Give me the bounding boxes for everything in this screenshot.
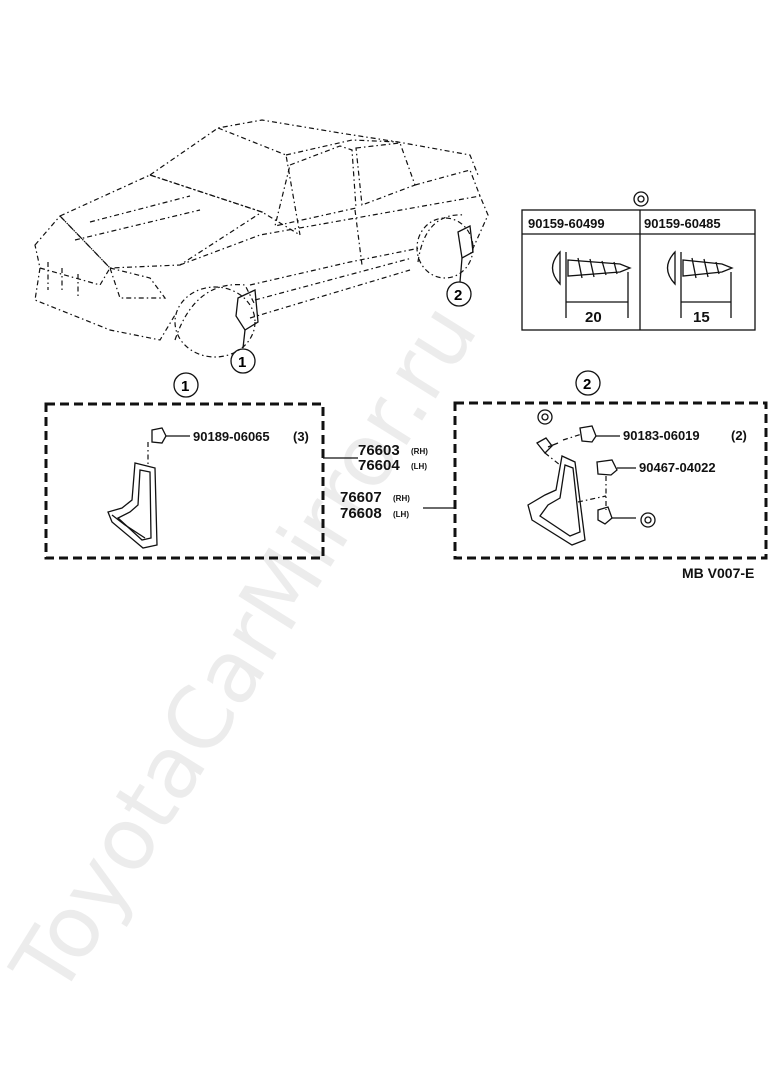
mudguard-icon <box>107 462 158 549</box>
mudguard-icon <box>527 452 586 546</box>
figure-code: MB V007-E <box>682 565 754 581</box>
car-outline-icon <box>34 119 489 358</box>
rear-rh-part: 76607 <box>340 489 382 506</box>
car-callout-1: 1 <box>238 354 246 371</box>
group2-box <box>453 401 768 560</box>
fastener-table: 90159-60499 90159-60485 20 15 <box>521 191 756 331</box>
clip-icon <box>147 427 190 465</box>
rear-lh-part: 76608 <box>340 505 382 522</box>
clip-icon <box>596 459 636 476</box>
clip-icon <box>562 425 620 443</box>
group1-fastener-qty: (3) <box>293 429 309 444</box>
watermark: ToyotaCarMirror.ru <box>0 287 497 1012</box>
circle-mark-icon <box>537 409 553 425</box>
front-rh-side: (RH) <box>411 447 428 456</box>
table-part-1: 90159-60499 <box>528 216 605 231</box>
table-dim-2: 15 <box>693 309 710 326</box>
front-rh-part: 76603 <box>358 442 400 459</box>
screw-icon <box>666 250 734 318</box>
screw-icon <box>551 250 632 318</box>
group1-callout: 1 <box>181 378 189 395</box>
table-part-2: 90159-60485 <box>644 216 721 231</box>
car-mudguard-front <box>235 225 474 331</box>
table-dim-1: 20 <box>585 309 602 326</box>
group2-fastener-1-part: 90183-06019 <box>623 428 700 443</box>
rear-lh-side: (LH) <box>393 510 409 519</box>
group2-callout: 2 <box>583 376 591 393</box>
group2-fastener-1-qty: (2) <box>731 428 747 443</box>
circle-mark-icon <box>640 512 656 528</box>
front-lh-side: (LH) <box>411 462 427 471</box>
rear-rh-side: (RH) <box>393 494 410 503</box>
screw-icon <box>536 437 559 454</box>
group2-fastener-2-part: 90467-04022 <box>639 460 716 475</box>
group1-box <box>44 402 325 560</box>
group1-fastener-part: 90189-06065 <box>193 429 270 444</box>
screw-icon <box>597 506 636 525</box>
front-lh-part: 76604 <box>358 457 400 474</box>
car-callout-2: 2 <box>454 287 462 304</box>
